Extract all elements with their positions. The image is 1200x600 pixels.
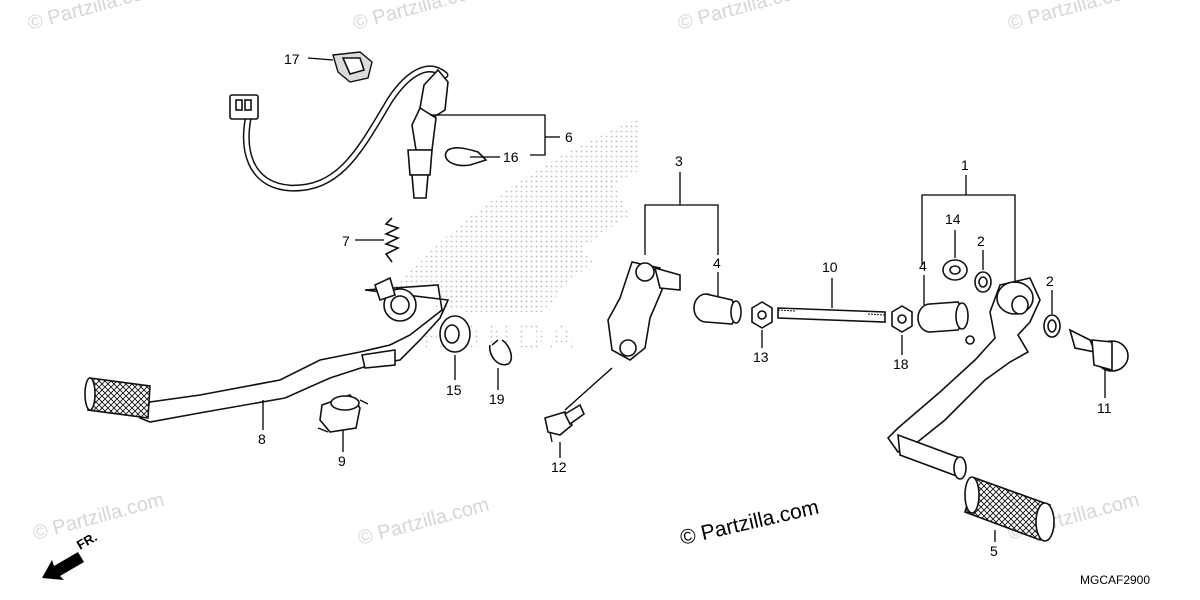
- diagram-code: MGCAF2900: [1080, 573, 1150, 587]
- watermarks: © Partzilla.com © Partzilla.com © Partzi…: [26, 0, 1142, 550]
- wing-logo-watermark: HONDA: [380, 118, 640, 359]
- callout-1: 1: [961, 157, 969, 173]
- callout-17: 17: [284, 51, 300, 67]
- callout-2: 2: [1046, 273, 1054, 289]
- callout-8: 8: [258, 431, 266, 447]
- watermark-text: © Partzilla.com: [351, 0, 487, 35]
- watermark-text: © Partzilla.com: [1006, 0, 1142, 35]
- callout-18: 18: [893, 356, 909, 372]
- callout-5: 5: [990, 543, 998, 559]
- part-8-brake-pedal[interactable]: [84, 276, 450, 423]
- part-13-nut[interactable]: [751, 301, 773, 329]
- part-7-spring[interactable]: [383, 217, 401, 263]
- part-3-shift-arm[interactable]: [607, 261, 681, 361]
- watermark-text: © Partzilla.com: [676, 0, 812, 35]
- part-14-washer[interactable]: [942, 259, 968, 281]
- watermark-text: © Partzilla.com: [31, 489, 167, 545]
- part-10-tie-rod[interactable]: [777, 307, 886, 323]
- part-9-pedal-stopper[interactable]: [317, 394, 369, 433]
- part-4-collar-left[interactable]: [693, 293, 742, 325]
- callout-12: 12: [551, 459, 567, 475]
- part-19-snap-ring[interactable]: [488, 339, 513, 366]
- callout-7: 7: [342, 233, 350, 249]
- partzilla-credit: © Partzilla.com: [678, 496, 821, 550]
- watermark-text: © Partzilla.com: [356, 494, 492, 550]
- part-11-pivot-bolt[interactable]: [1068, 328, 1129, 372]
- callout-14: 14: [945, 211, 961, 227]
- callout-3: 3: [675, 153, 683, 169]
- part-6-stop-switch[interactable]: [229, 65, 449, 199]
- callout-2: 2: [977, 233, 985, 249]
- front-arrow-icon: [42, 552, 84, 580]
- callout-labels: 1 2 2 3 4 4 5 6 7 8 9 10 11 12 13 14 15 …: [258, 51, 1112, 559]
- part-18-nut[interactable]: [891, 305, 913, 333]
- part-5-gearshift-pedal[interactable]: [886, 277, 1055, 542]
- callout-10: 10: [822, 259, 838, 275]
- callout-4: 4: [713, 255, 721, 271]
- watermark-text: © Partzilla.com: [26, 0, 162, 35]
- part-2-washer-right[interactable]: [1043, 314, 1061, 338]
- callout-13: 13: [753, 349, 769, 365]
- part-17-clamp[interactable]: [332, 51, 373, 83]
- callout-19: 19: [489, 391, 505, 407]
- leader-lines: [262, 57, 1106, 542]
- callout-4: 4: [919, 258, 927, 274]
- callout-6: 6: [565, 129, 573, 145]
- part-4-collar-right[interactable]: [917, 301, 969, 333]
- callout-11: 11: [1097, 400, 1112, 416]
- callout-16: 16: [503, 149, 519, 165]
- part-16-clip[interactable]: [444, 147, 488, 167]
- part-15-washer[interactable]: [439, 315, 471, 353]
- callout-9: 9: [338, 453, 346, 469]
- part-2-washer-upper[interactable]: [974, 271, 992, 293]
- callout-15: 15: [446, 382, 462, 398]
- part-12-bolt[interactable]: [544, 403, 585, 443]
